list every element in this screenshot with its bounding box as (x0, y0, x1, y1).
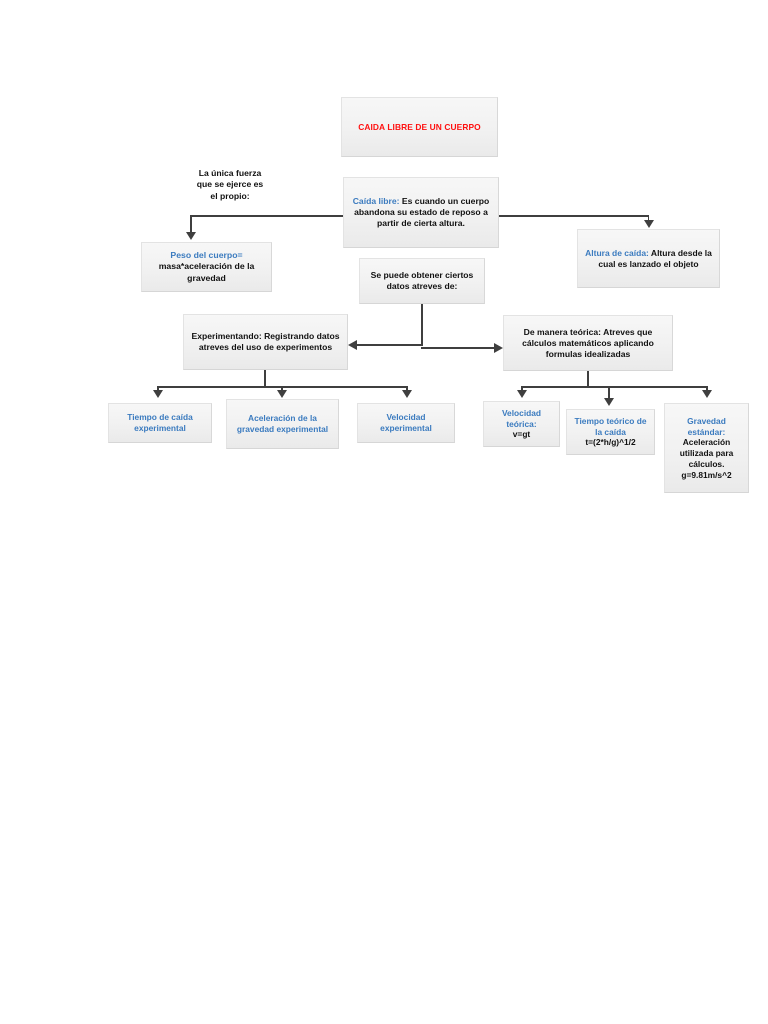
experimentando-text: Experimentando: Registrando datos atreve… (191, 331, 340, 352)
gravedad-estandar-term: Gravedad estándar: (687, 415, 726, 437)
node-velocidad-experimental[interactable]: Velocidad experimental (357, 403, 455, 443)
title-text: CAIDA LIBRE DE UN CUERPO (358, 121, 481, 132)
arrowhead-velocidad-exp (402, 390, 412, 398)
connector-def-to-peso-vertical (190, 215, 192, 235)
connector-exp-drop-1 (157, 386, 159, 392)
altura-term: Altura de caída: (585, 247, 649, 258)
connector-teo-drop-3 (706, 386, 708, 392)
tiempo-caida-exp-term: Tiempo de caída experimental (127, 412, 193, 433)
altura-body: Altura desde la cual es lanzado el objet… (598, 247, 712, 269)
connector-teo-drop-1 (521, 386, 523, 392)
connector-def-to-peso-horizontal (190, 215, 344, 217)
definition-term: Caída libre: (352, 196, 400, 206)
aceleracion-grav-exp-term: Aceleración de la gravedad experimental (236, 413, 329, 434)
velocidad-exp-term: Velocidad experimental (380, 412, 432, 433)
connector-teo-drop-2 (608, 386, 610, 400)
label-unica-fuerza-line1: La única fuerza (198, 168, 262, 178)
node-title[interactable]: CAIDA LIBRE DE UN CUERPO (341, 97, 498, 157)
node-aceleracion-gravedad-experimental[interactable]: Aceleración de la gravedad experimental (226, 399, 339, 449)
connector-obtener-to-experimental (357, 344, 422, 346)
arrowhead-to-experimental (348, 340, 357, 350)
node-peso-del-cuerpo[interactable]: Peso del cuerpo= masa*aceleración de la … (141, 242, 272, 292)
node-altura-de-caida[interactable]: Altura de caída: Altura desde la cual es… (577, 229, 720, 288)
node-tiempo-de-caida-experimental[interactable]: Tiempo de caída experimental (108, 403, 212, 443)
node-se-puede-obtener[interactable]: Se puede obtener ciertos datos atreves d… (359, 258, 485, 304)
label-unica-fuerza-line3: el propio: (210, 190, 250, 201)
connector-def-to-altura-vertical (647, 215, 650, 223)
connector-obtener-to-teorica (421, 347, 495, 349)
connector-teo-bus (521, 386, 707, 388)
connector-teo-stem (587, 371, 589, 387)
tiempo-teorico-formula: t=(2*h/g)^1/2 (585, 437, 636, 448)
connector-obtener-stem (421, 304, 423, 346)
arrowhead-velocidad-teorica (517, 390, 527, 398)
arrowhead-to-teorica (494, 343, 503, 353)
peso-body: masa*aceleración de la gravedad (158, 261, 255, 283)
node-experimentando[interactable]: Experimentando: Registrando datos atreve… (183, 314, 348, 370)
label-unica-fuerza-line2: que se ejerce es (196, 179, 264, 190)
connector-exp-drop-2 (281, 386, 283, 392)
definition-body: Es cuando un cuerpo abandona su estado d… (354, 196, 490, 228)
velocidad-teorica-term: Velocidad teórica: (501, 407, 542, 429)
velocidad-teorica-formula: v=gt (512, 429, 531, 440)
node-definition-caida-libre[interactable]: Caída libre: Es cuando un cuerpo abandon… (343, 177, 499, 248)
arrowhead-to-altura (644, 220, 654, 228)
teorica-text: De manera teórica: Atreves que cálculos … (522, 326, 654, 359)
arrowhead-tiempo-teorico (604, 398, 614, 406)
node-gravedad-estandar[interactable]: Gravedad estándar: Aceleración utilizada… (664, 403, 749, 493)
tiempo-teorico-term: Tiempo teórico de la caída (574, 415, 647, 437)
node-velocidad-teorica[interactable]: Velocidad teórica: v=gt (483, 401, 560, 447)
arrowhead-tiempo-caida-exp (153, 390, 163, 398)
label-unica-fuerza: La única fuerza que se ejerce es el prop… (180, 168, 280, 202)
node-de-manera-teorica[interactable]: De manera teórica: Atreves que cálculos … (503, 315, 673, 371)
arrowhead-aceleracion-grav-exp (277, 390, 287, 398)
connector-def-to-altura-horizontal (499, 215, 649, 217)
node-tiempo-teorico-de-la-caida[interactable]: Tiempo teórico de la caída t=(2*h/g)^1/2 (566, 409, 655, 455)
arrowhead-gravedad-estandar (702, 390, 712, 398)
arrowhead-to-peso (186, 232, 196, 240)
gravedad-estandar-body: Aceleración utilizada para cálculos. g=9… (679, 437, 734, 480)
peso-term: Peso del cuerpo= (170, 250, 243, 261)
connector-exp-drop-3 (406, 386, 408, 392)
connector-exp-stem (264, 370, 266, 387)
obtener-text: Se puede obtener ciertos datos atreves d… (370, 270, 474, 291)
